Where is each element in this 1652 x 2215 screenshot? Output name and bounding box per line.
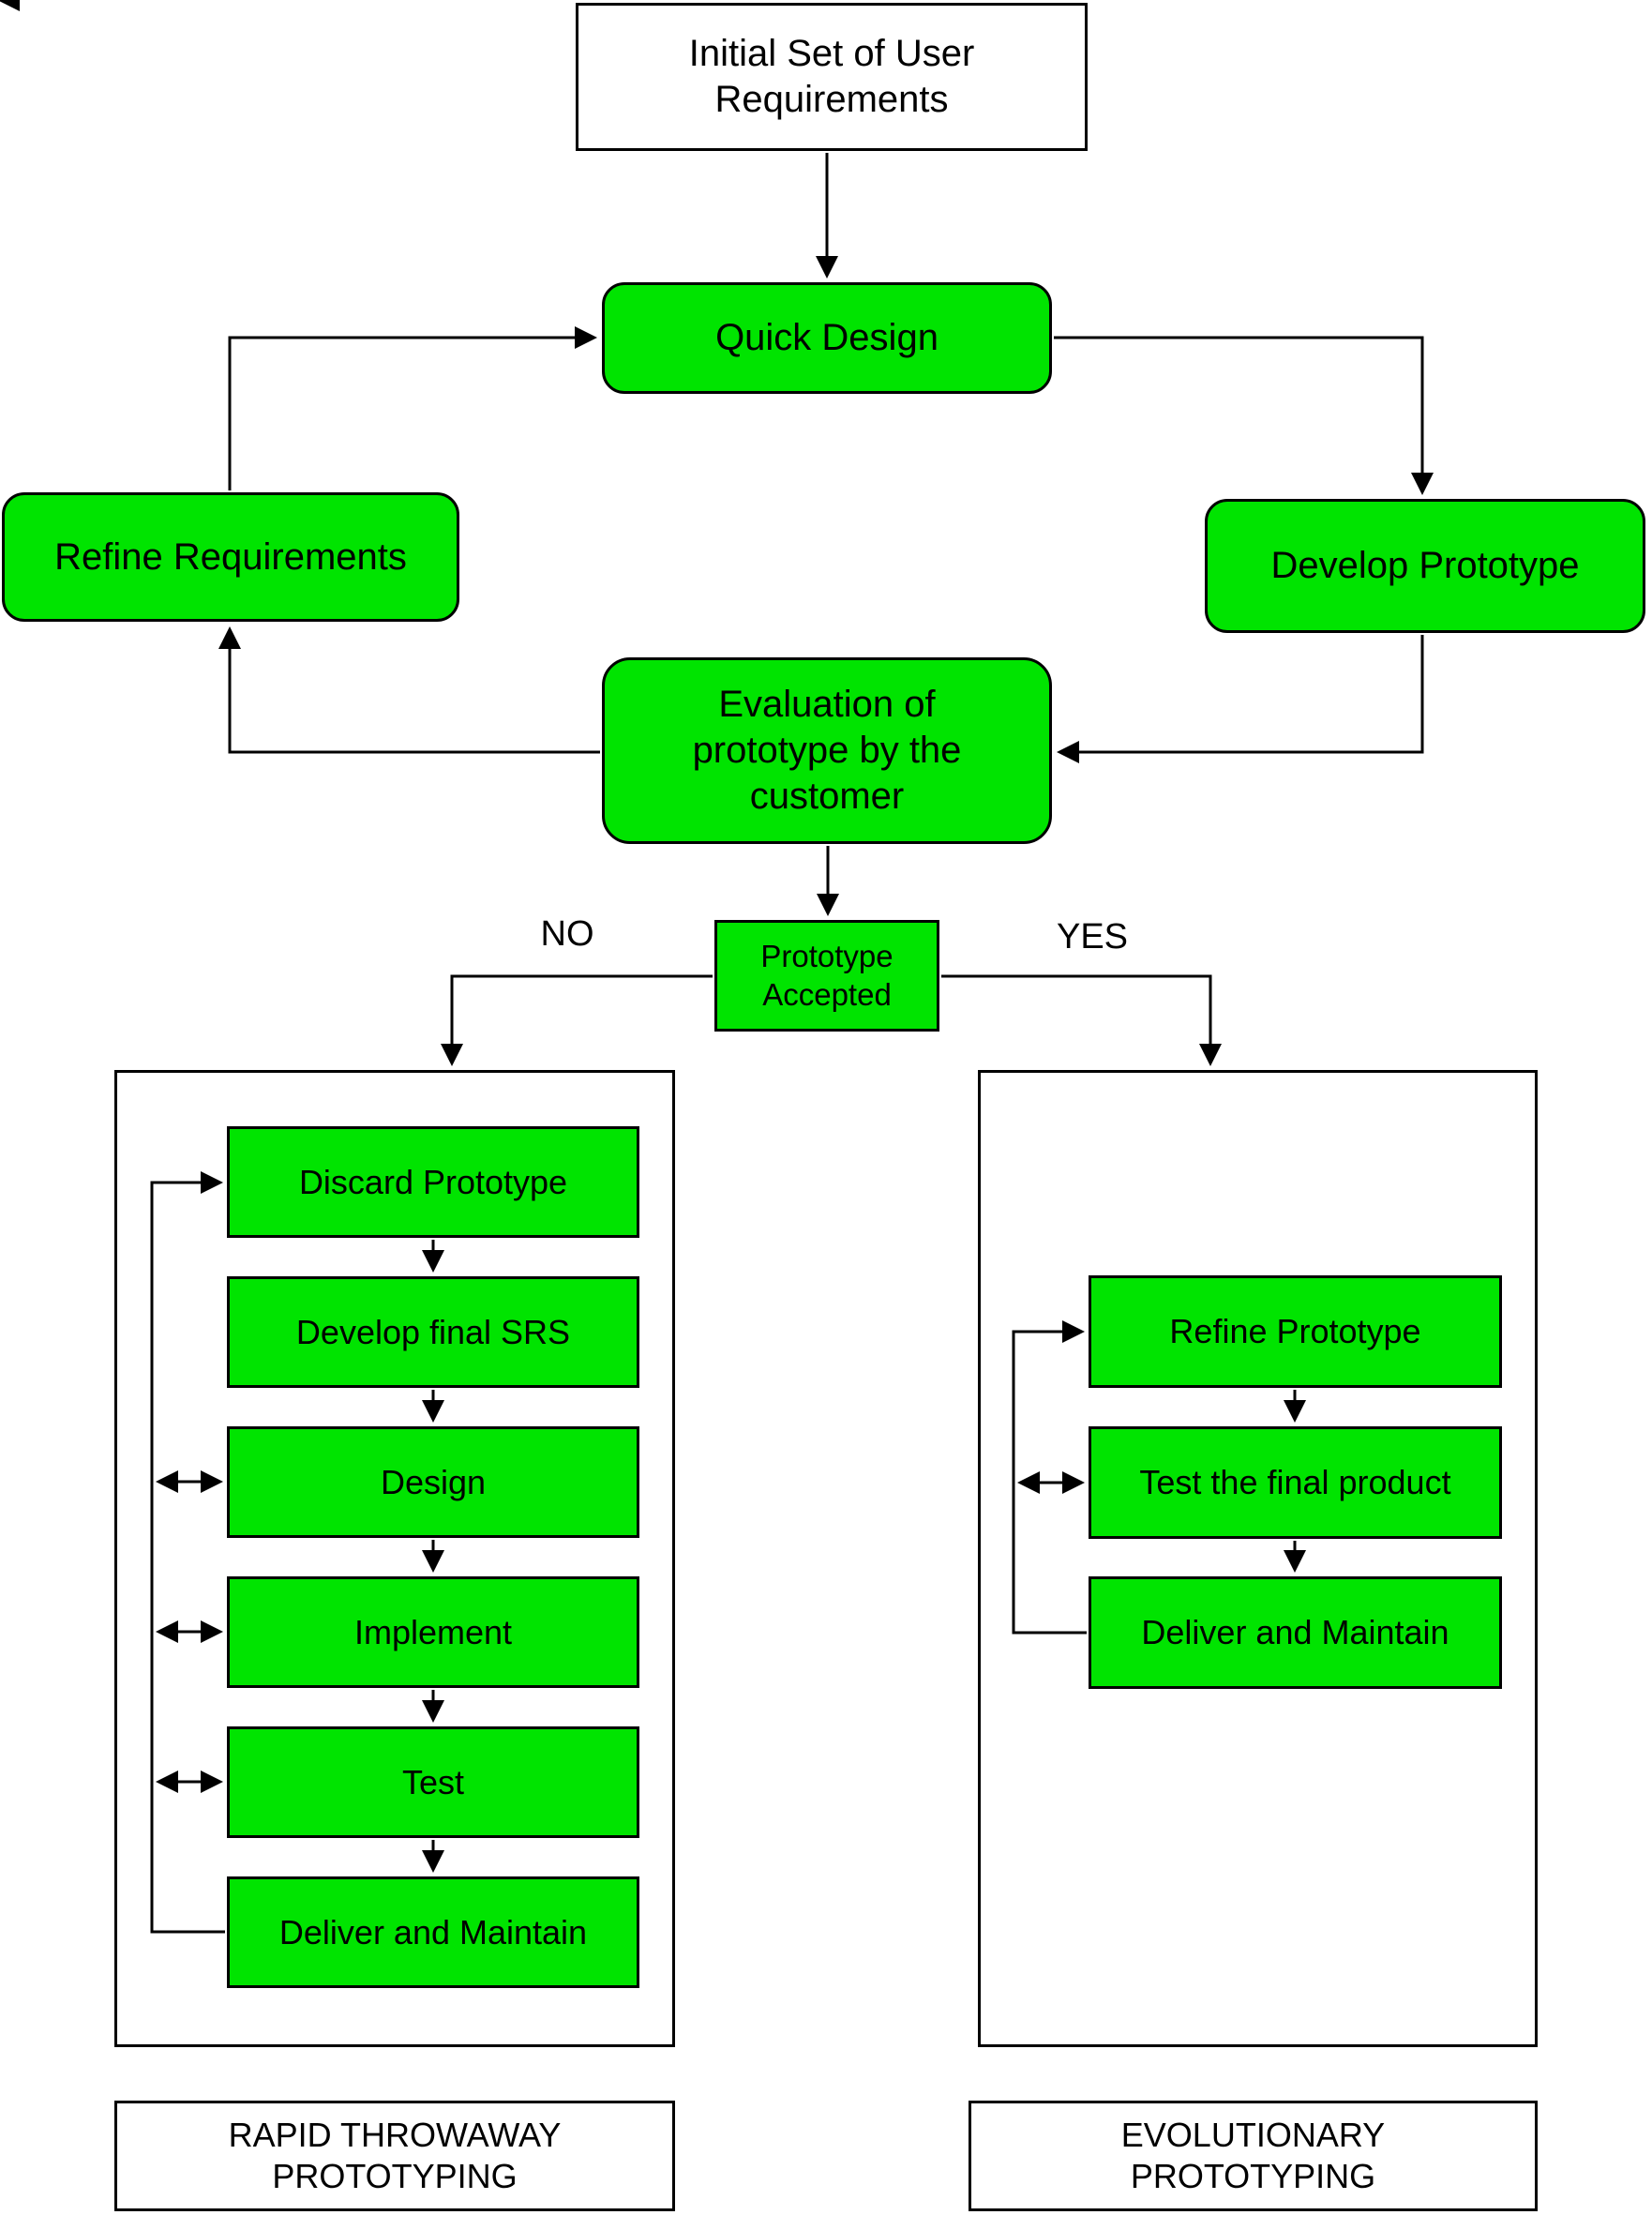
implement-box: Implement bbox=[227, 1576, 639, 1688]
arrow-no-branch bbox=[441, 974, 713, 1066]
test-box: Test bbox=[227, 1726, 639, 1838]
evaluation-label: Evaluation of prototype by the customer bbox=[692, 684, 962, 817]
deliver-maintain-right-box: Deliver and Maintain bbox=[1089, 1576, 1502, 1689]
discard-prototype-label: Discard Prototype bbox=[298, 1162, 568, 1201]
deliver-maintain-right-label: Deliver and Maintain bbox=[1141, 1613, 1449, 1652]
implement-label: Implement bbox=[353, 1612, 513, 1651]
evaluation-box: Evaluation of prototype by the customer bbox=[602, 657, 1052, 844]
prototype-accepted-box: Prototype Accepted bbox=[714, 920, 939, 1032]
deliver-maintain-left-box: Deliver and Maintain bbox=[227, 1876, 639, 1988]
rapid-throwaway-caption-box: RAPID THROWAWAY PROTOTYPING bbox=[114, 2101, 675, 2211]
initial-requirements-box: Initial Set of User Requirements bbox=[576, 3, 1088, 151]
test-label: Test bbox=[401, 1762, 465, 1801]
arrow-evaluation-to-refine bbox=[218, 626, 600, 754]
arrow-yes-branch bbox=[941, 974, 1222, 1066]
discard-prototype-box: Discard Prototype bbox=[227, 1126, 639, 1238]
rapid-throwaway-caption: RAPID THROWAWAY PROTOTYPING bbox=[228, 2116, 562, 2195]
yes-branch-label: YES bbox=[1056, 917, 1129, 957]
arrow-refine-to-quick-design bbox=[228, 326, 597, 490]
develop-final-srs-box: Develop final SRS bbox=[227, 1276, 639, 1388]
arrow-quick-design-to-develop bbox=[1054, 336, 1434, 495]
quick-design-label: Quick Design bbox=[715, 317, 939, 359]
deliver-maintain-left-label: Deliver and Maintain bbox=[278, 1912, 588, 1951]
no-branch-label: NO bbox=[540, 914, 594, 954]
arrow-left-feedback-loop bbox=[150, 1171, 225, 1934]
refine-prototype-label: Refine Prototype bbox=[1169, 1312, 1421, 1351]
test-final-product-box: Test the final product bbox=[1089, 1426, 1502, 1539]
refine-prototype-box: Refine Prototype bbox=[1089, 1275, 1502, 1388]
evolutionary-container bbox=[978, 1070, 1538, 2047]
arrow-right-feedback-loop bbox=[1012, 1320, 1087, 1635]
quick-design-box: Quick Design bbox=[602, 282, 1052, 394]
initial-requirements-label: Initial Set of User Requirements bbox=[688, 33, 975, 120]
design-label: Design bbox=[380, 1462, 487, 1501]
develop-prototype-label: Develop Prototype bbox=[1270, 545, 1580, 587]
develop-final-srs-label: Develop final SRS bbox=[295, 1312, 571, 1351]
evolutionary-caption-box: EVOLUTIONARY PROTOTYPING bbox=[969, 2101, 1538, 2211]
develop-prototype-box: Develop Prototype bbox=[1205, 499, 1645, 633]
design-box: Design bbox=[227, 1426, 639, 1538]
arrow-develop-to-evaluation bbox=[1057, 635, 1424, 763]
test-final-product-label: Test the final product bbox=[1139, 1463, 1451, 1502]
refine-requirements-label: Refine Requirements bbox=[54, 535, 407, 578]
refine-requirements-box: Refine Requirements bbox=[2, 492, 459, 622]
evolutionary-caption: EVOLUTIONARY PROTOTYPING bbox=[1120, 2116, 1386, 2195]
prototype-accepted-label: Prototype Accepted bbox=[760, 939, 894, 1012]
